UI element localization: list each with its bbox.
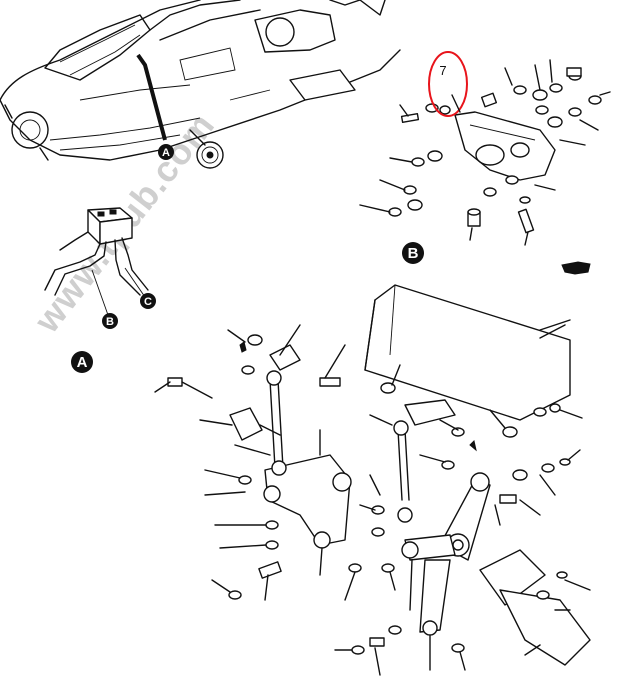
svg-text:B: B [408, 245, 419, 262]
detail-b-label: B [402, 242, 424, 264]
item-number-7: 7 [439, 63, 446, 78]
callout-c-detail-a: C [140, 293, 156, 309]
pointer-hand-icon [561, 261, 591, 275]
hardware-stack-left [388, 150, 443, 217]
svg-text:A: A [77, 354, 88, 371]
svg-text:B: B [106, 316, 114, 328]
red-highlight-circle [428, 51, 468, 117]
leader-arrows [154, 319, 591, 676]
hardware-stack-lower [467, 175, 535, 234]
detail-a-label: A [71, 351, 93, 373]
hardware-stack-top [400, 67, 602, 128]
svg-text:C: C [144, 296, 152, 308]
svg-text:A: A [162, 147, 170, 159]
callout-b-detail-a: B [102, 313, 118, 329]
fastener-set [167, 334, 571, 655]
highlight-item-7: 7 [428, 51, 468, 117]
callout-a-aircraft: A [158, 144, 174, 160]
detail-b-bracket-illustration [359, 59, 611, 275]
main-linkage-assembly [154, 284, 591, 676]
detail-a-connector-illustration [44, 207, 149, 316]
